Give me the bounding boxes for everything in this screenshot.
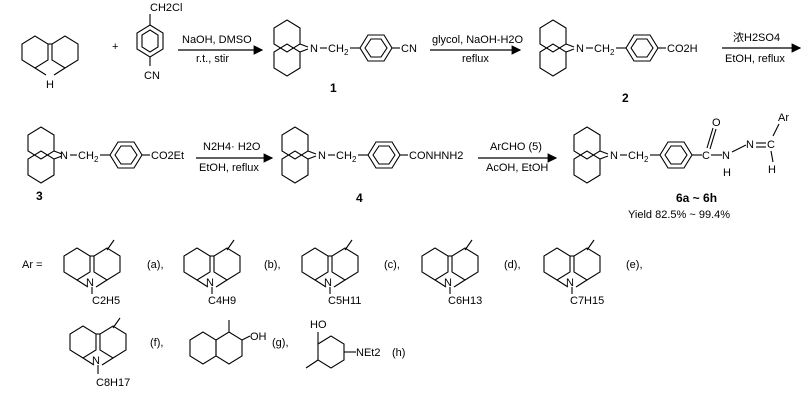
step4-conditions-top: N2H4· H2O	[203, 141, 261, 153]
svg-text:2: 2	[610, 48, 615, 57]
carbazole-reactant: H	[21, 35, 79, 91]
substituent-h: HO NEt2 (h)	[305, 319, 405, 369]
tag-a: (a),	[147, 259, 164, 271]
substituent-a: N C2H5 (a),	[63, 239, 164, 307]
svg-text:CH: CH	[628, 150, 644, 162]
alkyl-e: C7H15	[570, 295, 604, 307]
svg-text:CH: CH	[78, 150, 94, 162]
carbonyl-c: C	[702, 150, 710, 162]
compound-3-number: 3	[36, 189, 43, 203]
imine-ar: Ar	[778, 112, 789, 124]
step5-conditions-bottom: AcOH, EtOH	[486, 162, 548, 174]
substituent-e: N C7H15 (e),	[543, 239, 643, 307]
svg-text:N: N	[310, 43, 318, 55]
tag-b: (b),	[264, 259, 281, 271]
product-number: 6a ~ 6h	[676, 191, 717, 205]
tag-d: (d),	[504, 259, 521, 271]
compound-2-group: CO2H	[667, 43, 698, 55]
svg-text:N: N	[318, 150, 326, 162]
chloromethylbenzonitrile: CH2Cl CN	[136, 2, 182, 82]
svg-text:2: 2	[94, 155, 99, 164]
step2-conditions-top: glycol, NaOH-H2O	[432, 34, 524, 46]
hydrazone-n1: N	[722, 150, 730, 162]
svg-text:N: N	[566, 277, 574, 289]
substituent-g: OH (g),	[189, 320, 289, 365]
svg-text:N: N	[444, 277, 452, 289]
svg-text:N: N	[576, 43, 584, 55]
tag-c: (c),	[384, 259, 400, 271]
alkyl-c: C5H11	[328, 295, 361, 307]
svg-text:CH: CH	[328, 43, 344, 55]
svg-text:N: N	[206, 277, 214, 289]
hydrazone-n2: N	[746, 139, 754, 151]
svg-text:1: 1	[330, 81, 337, 95]
ar-label: Ar =	[22, 259, 42, 271]
tag-e: (e),	[626, 259, 643, 271]
compound-3-group: CO2Et	[151, 150, 184, 162]
imine-h: H	[768, 164, 776, 176]
step5-conditions-top: ArCHO (5)	[490, 141, 542, 153]
step1-conditions-bottom: r.t., stir	[196, 53, 229, 65]
substituent-c: N C5H11 (c),	[301, 239, 400, 307]
alkyl-d: C6H13	[448, 295, 482, 307]
tag-h: (h)	[392, 347, 405, 359]
substituent-b: N C4H9 (b),	[183, 239, 281, 307]
compound-4-group: CONHNH2	[409, 150, 463, 162]
svg-text:2: 2	[644, 155, 649, 164]
cn-label: CN	[144, 70, 160, 82]
plus-sign: +	[112, 41, 118, 53]
step1-conditions-top: NaOH, DMSO	[182, 34, 252, 46]
svg-text:2: 2	[352, 155, 357, 164]
step4-conditions-bottom: EtOH, reflux	[199, 162, 259, 174]
tag-g: (g),	[272, 337, 289, 349]
compound-4-number: 4	[356, 191, 363, 205]
net2-h: NEt2	[356, 347, 380, 359]
compound-1-group: CN	[401, 43, 417, 55]
step3-conditions-bottom: EtOH, reflux	[725, 53, 785, 65]
compound-1: 1 N CH2 CN 1	[273, 19, 417, 95]
oh-g: OH	[250, 331, 267, 343]
alkyl-a: C2H5	[92, 295, 120, 307]
step3-conditions-top: 浓H2SO4	[733, 31, 780, 44]
yield-text: Yield 82.5% ~ 99.4%	[628, 209, 730, 221]
alkyl-f: C8H17	[96, 377, 130, 389]
svg-text:N: N	[92, 355, 100, 367]
svg-text:CH: CH	[594, 43, 610, 55]
nh-hydrogen: H	[46, 79, 54, 91]
step2-conditions-bottom: reflux	[462, 53, 489, 65]
ch2cl-label: CH2Cl	[150, 2, 182, 14]
alkyl-b: C4H9	[208, 295, 236, 307]
svg-text:CH: CH	[336, 150, 352, 162]
substituent-f: N C8H17 (f),	[69, 317, 163, 389]
hydrazone-nh: H	[723, 167, 731, 179]
svg-text:N: N	[324, 277, 332, 289]
svg-text:N: N	[610, 150, 618, 162]
compound-2-number: 2	[622, 91, 629, 105]
imine-c: C	[767, 139, 775, 151]
tag-f: (f),	[150, 337, 163, 349]
svg-text:N: N	[60, 150, 68, 162]
svg-text:2: 2	[344, 48, 349, 57]
ho-h: HO	[310, 319, 327, 331]
carbonyl-o: O	[712, 117, 721, 129]
svg-text:N: N	[86, 277, 94, 289]
substituent-d: N C6H13 (d),	[421, 239, 521, 307]
